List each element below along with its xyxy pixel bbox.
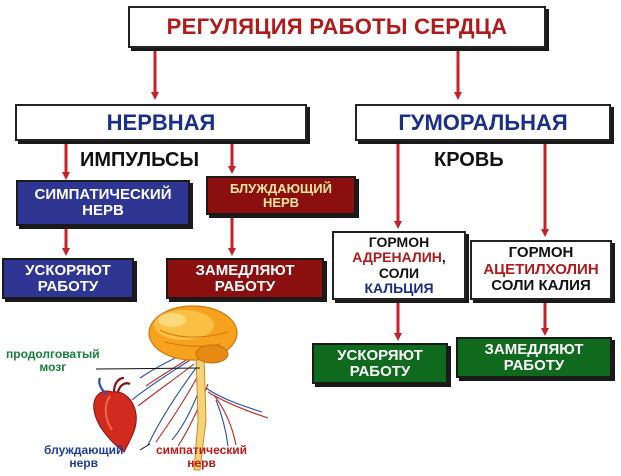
sympathetic-nerve-label-line2: нерв bbox=[187, 455, 216, 470]
hormone-left-line3: СОЛИ bbox=[378, 264, 420, 281]
adrenaline-label: АДРЕНАЛИН bbox=[352, 249, 442, 266]
nervous-speed-up-line1: УСКОРЯЮТ bbox=[25, 261, 111, 279]
sympathetic-nerve-label-line1: симпатический bbox=[156, 443, 248, 457]
vagus-nerve-box: БЛУЖДАЮЩИЙ НЕРВ bbox=[206, 176, 356, 215]
nervous-speed-up-box: УСКОРЯЮТ РАБОТУ bbox=[2, 258, 134, 299]
nervous-box: НЕРВНАЯ bbox=[15, 104, 307, 141]
hormone-right-box: ГОРМОН АЦЕТИЛХОЛИН СОЛИ КАЛИЯ bbox=[470, 240, 612, 300]
humoral-label: ГУМОРАЛЬНАЯ bbox=[398, 109, 568, 135]
humoral-speed-up-line2: РАБОТУ bbox=[349, 362, 411, 380]
impulses-label: ИМПУЛЬСЫ bbox=[80, 149, 200, 171]
humoral-slow-down-line2: РАБОТУ bbox=[503, 356, 565, 374]
humoral-slow-down-line1: ЗАМЕДЛЯЮТ bbox=[484, 340, 584, 358]
humoral-slow-down-box: ЗАМЕДЛЯЮТ РАБОТУ bbox=[456, 337, 612, 378]
potassium-label: СОЛИ КАЛИЯ bbox=[491, 277, 591, 295]
acetylcholine-label: АЦЕТИЛХОЛИН bbox=[483, 260, 599, 278]
sympathetic-nerve-line2: НЕРВ bbox=[82, 202, 124, 219]
vagus-nerve-label-line1: блуждающий bbox=[44, 443, 124, 457]
medulla-label-line2: мозг bbox=[39, 359, 67, 374]
nervous-label: НЕРВНАЯ bbox=[106, 109, 216, 135]
hormone-left-line1: ГОРМОН bbox=[368, 233, 430, 250]
blood-label: КРОВЬ bbox=[434, 149, 504, 171]
medulla-label: продолговатый мозг bbox=[6, 348, 100, 373]
calcium-label: КАЛЬЦИЯ bbox=[364, 279, 434, 296]
vagus-nerve-label-line2: нерв bbox=[69, 455, 98, 470]
hormone-right-line1: ГОРМОН bbox=[508, 243, 574, 261]
humoral-speed-up-box: УСКОРЯЮТ РАБОТУ bbox=[312, 343, 448, 384]
page-title: РЕГУЛЯЦИЯ РАБОТЫ СЕРДЦА bbox=[166, 14, 508, 40]
nervous-slow-down-line1: ЗАМЕДЛЯЮТ bbox=[195, 261, 295, 279]
sympathetic-nerve-box: СИМПАТИЧЕСКИЙ НЕРВ bbox=[16, 180, 190, 226]
adrenaline-comma: , bbox=[441, 249, 446, 266]
humoral-speed-up-line1: УСКОРЯЮТ bbox=[337, 346, 423, 364]
nervous-slow-down-box: ЗАМЕДЛЯЮТ РАБОТУ bbox=[166, 258, 324, 299]
hormone-left-line2-wrap: АДРЕНАЛИН, bbox=[352, 249, 446, 266]
vagus-nerve-line1: БЛУЖДАЮЩИЙ bbox=[230, 180, 332, 196]
medulla-label-line1: продолговатый bbox=[6, 347, 100, 361]
sympathetic-nerve-line1: СИМПАТИЧЕСКИЙ bbox=[34, 186, 172, 204]
nervous-speed-up-line2: РАБОТУ bbox=[37, 277, 99, 295]
hormone-left-box: ГОРМОН АДРЕНАЛИН, СОЛИ КАЛЬЦИЯ bbox=[332, 231, 466, 300]
nervous-slow-down-line2: РАБОТУ bbox=[214, 277, 276, 295]
title-box: РЕГУЛЯЦИЯ РАБОТЫ СЕРДЦА bbox=[128, 6, 546, 48]
sympathetic-nerve-label: симпатический нерв bbox=[156, 444, 247, 469]
vagus-nerve-label: блуждающий нерв bbox=[44, 444, 123, 469]
vagus-nerve-line2: НЕРВ bbox=[262, 194, 300, 210]
humoral-box: ГУМОРАЛЬНАЯ bbox=[355, 104, 611, 141]
